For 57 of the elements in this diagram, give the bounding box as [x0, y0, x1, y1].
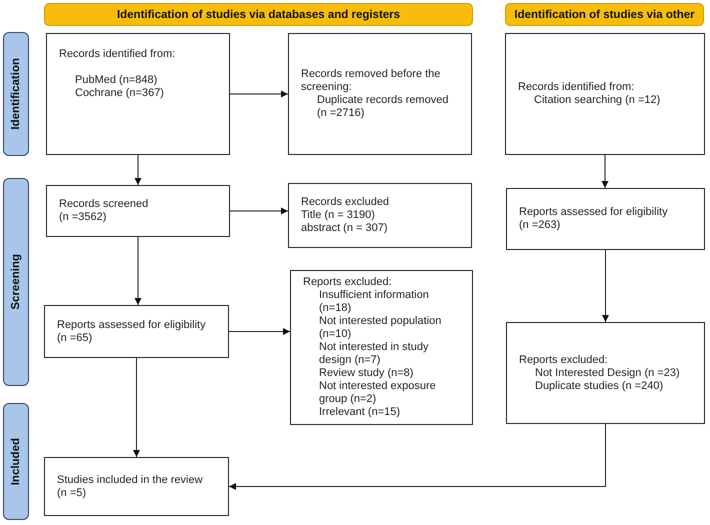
box-text: Insufficient information (n=18)	[318, 289, 430, 315]
section-header	[44, 3, 473, 26]
box-text: Reports excluded:	[303, 276, 393, 289]
process-box	[505, 33, 705, 155]
phase-text: Included	[10, 438, 22, 486]
arrow	[230, 90, 288, 98]
header-text: Identification of studies via other	[514, 8, 695, 20]
box-text: Not interested exposure group (n=2)	[318, 380, 437, 406]
arrow	[228, 424, 606, 490]
box-text: Reports assessed for eligibility	[57, 318, 207, 332]
process-box	[288, 33, 472, 155]
box-text: Cochrane (n=367)	[74, 87, 165, 100]
box-text: Not Interested Design (n =23)	[534, 366, 681, 380]
box-text: Records excluded	[301, 196, 390, 209]
process-box	[506, 322, 705, 424]
arrow	[602, 154, 608, 188]
arrow	[228, 328, 290, 335]
arrow	[133, 358, 140, 458]
phase-label	[3, 32, 29, 156]
process-box	[288, 183, 472, 248]
arrow	[230, 208, 288, 214]
box-text: Records removed before the screening:	[301, 68, 442, 94]
box-text: (n =263)	[519, 219, 562, 232]
box-text: Reports excluded:	[519, 354, 609, 366]
box-text: (n =3562)	[59, 211, 108, 224]
box-text: Reports assessed for eligibility	[519, 206, 669, 219]
process-box	[46, 185, 230, 237]
arrow	[134, 154, 142, 186]
process-box	[290, 270, 473, 425]
section-header	[505, 3, 704, 26]
box-text: Irrelevant (n=15)	[318, 406, 402, 419]
phase-text: Screening	[10, 254, 22, 310]
phase-text: Identification	[10, 58, 22, 130]
box-text: Not interested population (n=10)	[318, 315, 442, 341]
box-text: Title (n = 3190)	[301, 209, 376, 222]
process-box	[44, 457, 229, 516]
phase-label	[3, 403, 29, 520]
box-text: Studies included in the review	[57, 474, 204, 486]
box-text: Review study (n=8)	[318, 367, 414, 380]
header-text: Identification of studies via databases and registers	[116, 8, 400, 20]
box-text: Citation searching (n =12)	[533, 94, 662, 107]
box-text: Duplicate records removed (n =2716)	[316, 94, 450, 120]
box-text: Duplicate studies (n =240)	[534, 380, 664, 392]
box-text: Records identified from:	[518, 81, 636, 94]
box-text: abstract (n = 307)	[301, 222, 389, 235]
box-text: PubMed (n=848)	[74, 74, 158, 87]
box-text: Not interested in study design (n=7)	[318, 341, 430, 367]
box-text: Records identified from:	[59, 48, 176, 61]
arrow	[134, 236, 142, 306]
process-box	[506, 188, 705, 250]
box-text: Records screened	[59, 198, 150, 211]
process-box	[44, 305, 229, 358]
arrow	[602, 250, 609, 322]
phase-label	[3, 178, 29, 386]
process-box	[46, 33, 230, 155]
box-text: (n =5)	[57, 486, 88, 500]
box-text: (n =65)	[57, 332, 94, 344]
